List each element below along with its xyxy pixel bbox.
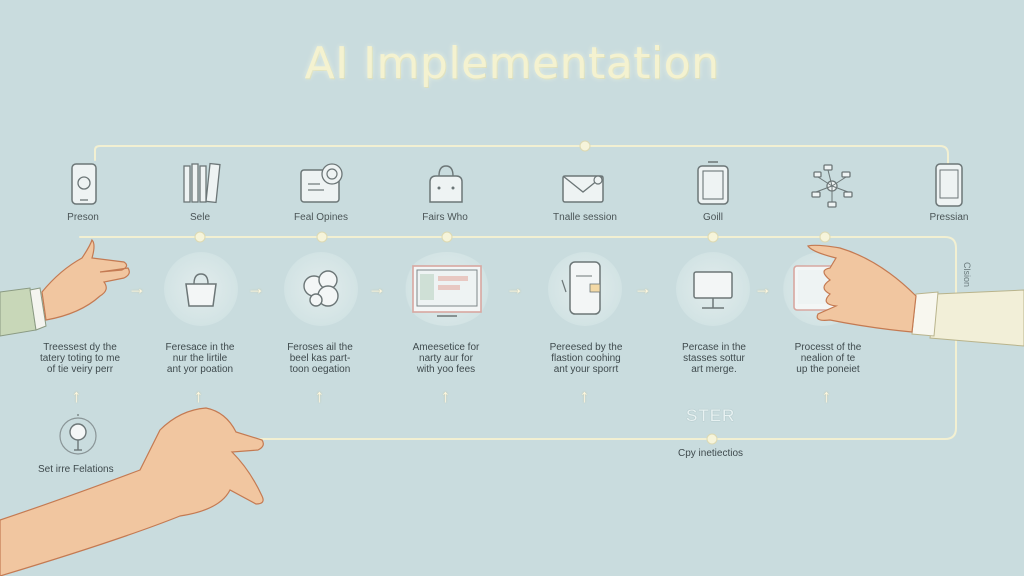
- ster-label: STER: [686, 406, 736, 425]
- desc-line: art merge.: [691, 364, 737, 375]
- step-mid-1-desc: Treessest dy the tatery toting to me of …: [20, 342, 140, 375]
- desc-line: of tie veiry perr: [46, 364, 114, 375]
- flow-arrow-3: →: [368, 278, 386, 298]
- phone-icon: [71, 163, 97, 205]
- step-mid-6: [676, 252, 750, 326]
- tablet-target-icon: [300, 163, 343, 203]
- step-mid-5-desc: Pereesed by the flastion coohing ant you…: [526, 342, 646, 375]
- up-arrow-1: ↑: [72, 386, 81, 406]
- desc-line: beel kas part-: [289, 353, 351, 364]
- flow-arrow-1: →: [128, 278, 146, 298]
- phone-icon: [561, 261, 601, 315]
- desc-line: flastion coohing: [551, 353, 621, 364]
- step-top-3-label: Feal Opines: [294, 212, 348, 223]
- step-mid-6-desc: Percase in the stasses sottur art merge.: [654, 342, 774, 375]
- desc-line: nur the lirtile: [172, 353, 228, 364]
- desc-line: ant your sporrt: [553, 364, 619, 375]
- desc-line: Ameesetice for: [412, 342, 480, 353]
- step-top-2-label: Sele: [189, 212, 210, 223]
- mail-icon: [562, 175, 604, 203]
- desc-line: Feroses ail the: [287, 342, 353, 353]
- step-top-5-label: Tnalle session: [553, 212, 617, 223]
- monitor-stand-icon: [693, 271, 733, 309]
- desc-line: Percase in the: [682, 342, 746, 353]
- step-top-6-label: Goill: [702, 212, 723, 223]
- desc-line: Pereesed by the: [549, 342, 623, 353]
- step-mid-2-desc: Feresace in the nur the lirtile ant yor …: [140, 342, 260, 375]
- desc-line: nealion of te: [800, 353, 856, 364]
- flow-arrow-2: →: [247, 278, 265, 298]
- brain-icon: [303, 270, 339, 307]
- step-top-4: [424, 160, 468, 212]
- desc-line: tatery toting to me: [39, 353, 121, 364]
- desc-line: Feresace in the: [165, 342, 235, 353]
- desc-line: narty aur for: [419, 353, 473, 364]
- up-arrow-2: ↑: [194, 386, 203, 406]
- step-top-1: [62, 160, 106, 212]
- desc-line: up the poneiet: [796, 364, 860, 375]
- lightbulb-icon: [59, 414, 97, 455]
- step-mid-5: [548, 252, 622, 326]
- flow-arrow-4: →: [506, 278, 524, 298]
- desc-line: with yoo fees: [416, 364, 476, 375]
- up-arrow-5: ↑: [580, 386, 589, 406]
- books-icon: [183, 162, 221, 204]
- desc-line: toon oegation: [289, 364, 351, 375]
- desc-line: stasses sottur: [683, 353, 745, 364]
- device-icon: [697, 161, 729, 205]
- desc-line: ant yor poation: [166, 364, 234, 375]
- up-arrow-7: ↑: [822, 386, 831, 406]
- step-top-7: [806, 162, 853, 214]
- bottom-label: Cpy inetiectios: [678, 448, 744, 459]
- step-mid-7-desc: Processt of the nealion of te up the pon…: [768, 342, 888, 375]
- bottom-left-label: Set irre Felations: [38, 464, 114, 475]
- right-hand-icon: [807, 244, 1024, 347]
- step-mid-3: [284, 252, 358, 326]
- up-arrow-3: ↑: [315, 386, 324, 406]
- desc-line: Treessest dy the: [43, 342, 117, 353]
- up-arrow-4: ↑: [441, 386, 450, 406]
- step-top-4-label: Fairs Who: [422, 212, 468, 223]
- step-top-8: [928, 160, 972, 212]
- monitor-icon: [412, 265, 482, 317]
- side-label: Clsion: [962, 262, 972, 288]
- step-top-8-label: Pressian: [929, 212, 969, 223]
- phone-icon: [935, 163, 963, 207]
- desc-line: Processt of the: [794, 342, 862, 353]
- page-title: AI Implementation: [304, 38, 720, 89]
- bottom-hand-icon: [0, 407, 264, 576]
- step-mid-3-desc: Feroses ail the beel kas part- toon oega…: [260, 342, 380, 375]
- step-top-1-label: Preson: [67, 212, 99, 223]
- bag-icon: [429, 165, 463, 203]
- step-mid-4-desc: Ameesetice for narty aur for with yoo fe…: [386, 342, 506, 375]
- bag-icon: [185, 273, 217, 307]
- flow-arrow-6: →: [754, 278, 772, 298]
- step-mid-2: [164, 252, 238, 326]
- step-top-3: [298, 160, 343, 212]
- network-icon: [811, 164, 853, 208]
- left-hand-icon: [0, 238, 130, 337]
- step-mid-4: [402, 252, 492, 326]
- step-top-2: [180, 160, 224, 212]
- step-top-6: [692, 160, 736, 212]
- flow-arrow-5: →: [634, 278, 652, 298]
- step-top-5: [560, 168, 604, 220]
